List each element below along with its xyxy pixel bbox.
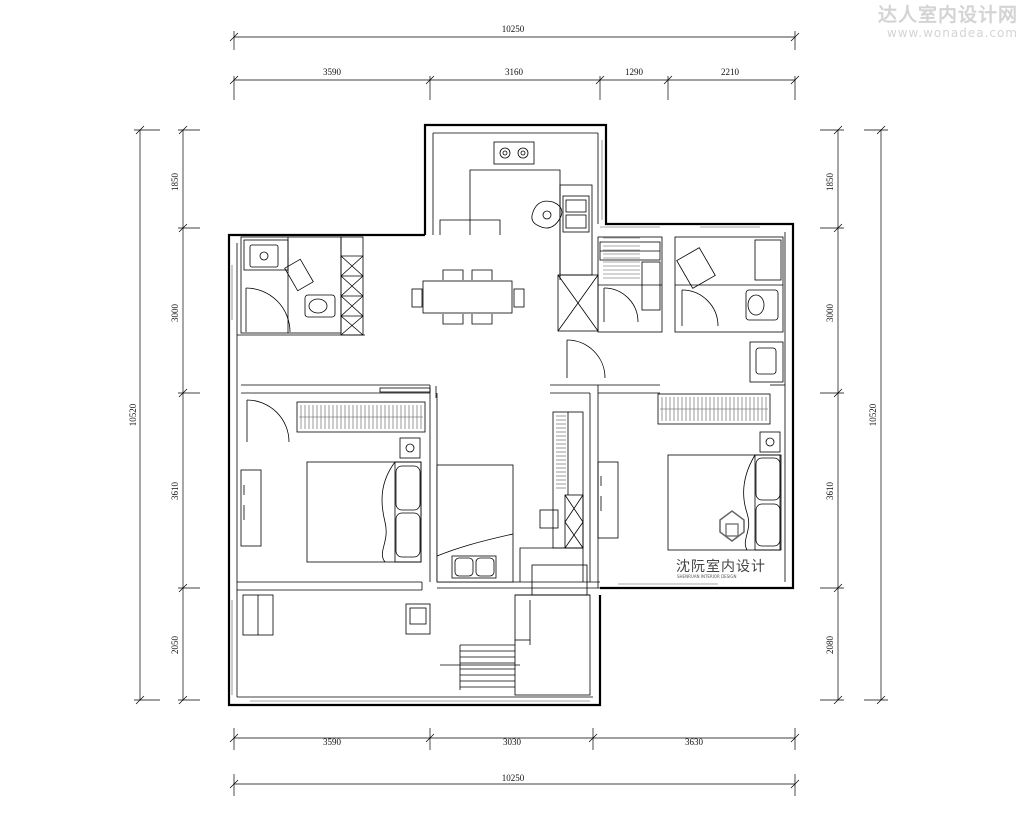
doors <box>246 339 606 443</box>
dim-right-segment: 1850 <box>825 173 835 192</box>
dim-top-total: 10250 <box>502 24 525 34</box>
bed-left <box>306 437 422 563</box>
dim-bottom-total: 10250 <box>502 773 525 783</box>
bed-right <box>667 431 782 551</box>
designer-stamp-name: 沈阮室内设计 <box>676 558 766 575</box>
dim-right-segment: 2080 <box>825 636 835 655</box>
dim-left-segment: 3000 <box>170 304 180 323</box>
bath-top-left <box>245 244 336 333</box>
dimension-lines <box>134 31 888 796</box>
balcony-fixtures <box>242 594 431 636</box>
dim-left-segment: 2050 <box>170 636 180 655</box>
designer-stamp-subtitle: SHENRUAN INTERIOR DESIGN <box>677 574 737 579</box>
shoe-cabinet <box>603 237 640 279</box>
desks <box>240 461 619 547</box>
wardrobe-middle-bedroom <box>556 415 566 489</box>
kitchen-sink <box>562 195 590 233</box>
bed-middle <box>436 464 514 583</box>
dim-bottom-segment: 3630 <box>685 737 704 747</box>
interior-walls <box>237 169 785 696</box>
dim-right-segment: 3610 <box>825 482 835 501</box>
dim-right-total: 10520 <box>868 403 878 426</box>
stove <box>493 141 535 165</box>
plant <box>531 200 563 229</box>
watermark-url: www.wonadea.com <box>886 26 1018 40</box>
watermark: 达人室内设计网 www.wonadea.com <box>878 4 1018 40</box>
stairs <box>440 600 531 690</box>
exterior-walls <box>227 123 795 707</box>
dim-bottom-segment: 3590 <box>323 737 342 747</box>
dim-top-segment: 3590 <box>323 67 342 77</box>
bath-top-right <box>603 247 779 327</box>
dim-right-segment: 3000 <box>825 304 835 323</box>
dim-top-segment: 1290 <box>625 67 644 77</box>
dim-left-segment: 3610 <box>170 482 180 501</box>
dim-top-segment: 3160 <box>505 67 524 77</box>
wardrobe-right-bedroom <box>657 393 771 425</box>
dim-top-segment: 2210 <box>721 67 740 77</box>
watermark-brand: 达人室内设计网 <box>877 4 1018 26</box>
dining-table <box>411 269 525 325</box>
dim-left-segment: 1850 <box>170 173 180 192</box>
dim-left-total: 10520 <box>128 403 138 426</box>
wardrobe-left-bedroom <box>296 401 426 433</box>
dim-bottom-segment: 3030 <box>503 737 522 747</box>
designer-logo-mark <box>719 510 745 542</box>
